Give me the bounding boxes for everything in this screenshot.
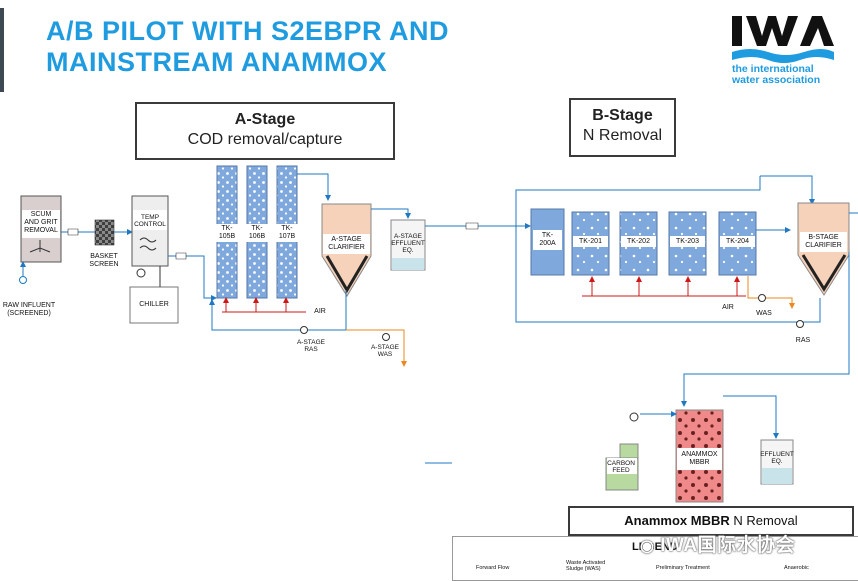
- raw-influent-pump: [19, 276, 27, 284]
- b-was-line: [747, 276, 795, 309]
- flow-anammox-effeq: [723, 395, 779, 439]
- tk-202-label: TK-202: [627, 238, 650, 245]
- chiller-pump: [136, 268, 146, 278]
- iwa-logo-text: the international water association: [732, 64, 842, 86]
- wechat-icon: ◉: [640, 538, 655, 555]
- carbon-label-bg: [607, 458, 637, 474]
- tk-201-label-bg: [573, 236, 608, 247]
- a-clarifier-cone: [325, 255, 369, 293]
- b-stage-subtitle: N Removal: [582, 127, 663, 144]
- a-stage-subtitle: COD removal/capture: [187, 131, 343, 148]
- a-clarifier-label-bg: [323, 234, 370, 254]
- anammox-caption-bold: Anammox MBBR: [624, 513, 730, 528]
- b-top-line: [760, 175, 815, 205]
- a-ras-line: [209, 290, 347, 331]
- flow-to-anammox: [681, 252, 850, 407]
- b-clarifier-label-bg: [800, 232, 847, 252]
- legend-forward-flow: Forward Flow: [476, 565, 510, 571]
- was-label: WAS: [756, 310, 772, 317]
- tk-106b-label-bg: [242, 224, 272, 242]
- effluent-eq-water: [762, 468, 792, 484]
- tk-106b-label: TK-106B: [248, 225, 266, 240]
- chiller-label: CHILLER: [139, 301, 169, 308]
- tk-202-label-bg: [621, 236, 656, 247]
- legend-title: LEGEND: [632, 541, 678, 553]
- temp-label-bg: [133, 210, 167, 230]
- anammox-caption-rest: N Removal: [729, 513, 798, 528]
- tk-201-label: TK-201: [579, 238, 602, 245]
- iwa-logo-mark: [732, 16, 834, 63]
- anammox-feed-pump: [629, 412, 639, 422]
- tk-107b-label-bg: [272, 224, 302, 242]
- tk-200a-label-bg: [533, 230, 562, 250]
- watermark-text: IWA国际水协会: [660, 535, 796, 556]
- anammox-caption: Anammox MBBR N Removal: [568, 506, 854, 536]
- b-recycle-line: [515, 176, 821, 323]
- tk-203-label: TK-203: [676, 238, 699, 245]
- temp-coil: [139, 237, 157, 251]
- tk-105b-label-bg: [212, 224, 242, 242]
- tk-105b-label: TK-105B: [218, 225, 236, 240]
- legend-box: [452, 536, 858, 581]
- logo-text-2: water association: [732, 74, 821, 86]
- title-line-2: MAINSTREAM ANAMMOX: [46, 47, 387, 77]
- a-stage-title: A-Stage: [234, 111, 296, 128]
- raw-influent-label: RAW INFLUENT(SCREENED): [2, 302, 56, 317]
- tk-204-label: TK-204: [726, 238, 749, 245]
- b-clarifier-cone: [801, 254, 847, 292]
- legend-preliminary: Preliminary Treatment: [656, 565, 710, 571]
- basket-screen: [94, 219, 115, 246]
- watermark: ◉ IWA国际水协会: [640, 530, 795, 557]
- inline-meter-1: [67, 228, 79, 236]
- inline-meter-3: [465, 222, 479, 230]
- air-a-label: AIR: [314, 308, 326, 315]
- tk-203-label-bg: [670, 236, 705, 247]
- logo-text-1: the international: [732, 63, 814, 75]
- inline-meter-2: [175, 252, 187, 260]
- title-line-1: A/B PILOT WITH S2EBPR AND: [46, 16, 450, 46]
- tk-107b-label: TK-107B: [278, 225, 296, 240]
- a-was-pump: [382, 333, 390, 341]
- b-was-pump: [758, 294, 766, 302]
- iwa-logo: [730, 12, 836, 92]
- scum-label-bg: [22, 210, 60, 238]
- temp-control-tank: [131, 195, 169, 267]
- a-effluent-eq-water: [392, 258, 424, 270]
- a-was-line: [346, 329, 407, 367]
- accent-bar: [0, 8, 4, 92]
- slide-title: A/B PILOT WITH S2EBPR AND MAINSTREAM ANA…: [46, 16, 449, 78]
- air-b-label: AIR: [722, 304, 734, 311]
- anammox-label-bg: [677, 448, 722, 470]
- b-stage-title: B-Stage: [592, 107, 653, 124]
- a-ras-pump: [300, 326, 308, 334]
- flow-aclar-effeq: [371, 208, 411, 219]
- tk-200a-label: TK-200A: [539, 232, 556, 247]
- tk-204-label-bg: [720, 236, 755, 247]
- chiller-unit: [129, 286, 179, 324]
- ras-label: RAS: [795, 337, 811, 344]
- b-stage-box: B-Stage N Removal: [569, 98, 676, 157]
- b-ras-pump: [796, 320, 804, 328]
- legend-anaerobic: Anaerobic: [784, 565, 809, 571]
- flow-atanks-clarifier: [297, 173, 331, 201]
- a-stage-box: A-Stage COD removal/capture: [135, 102, 395, 160]
